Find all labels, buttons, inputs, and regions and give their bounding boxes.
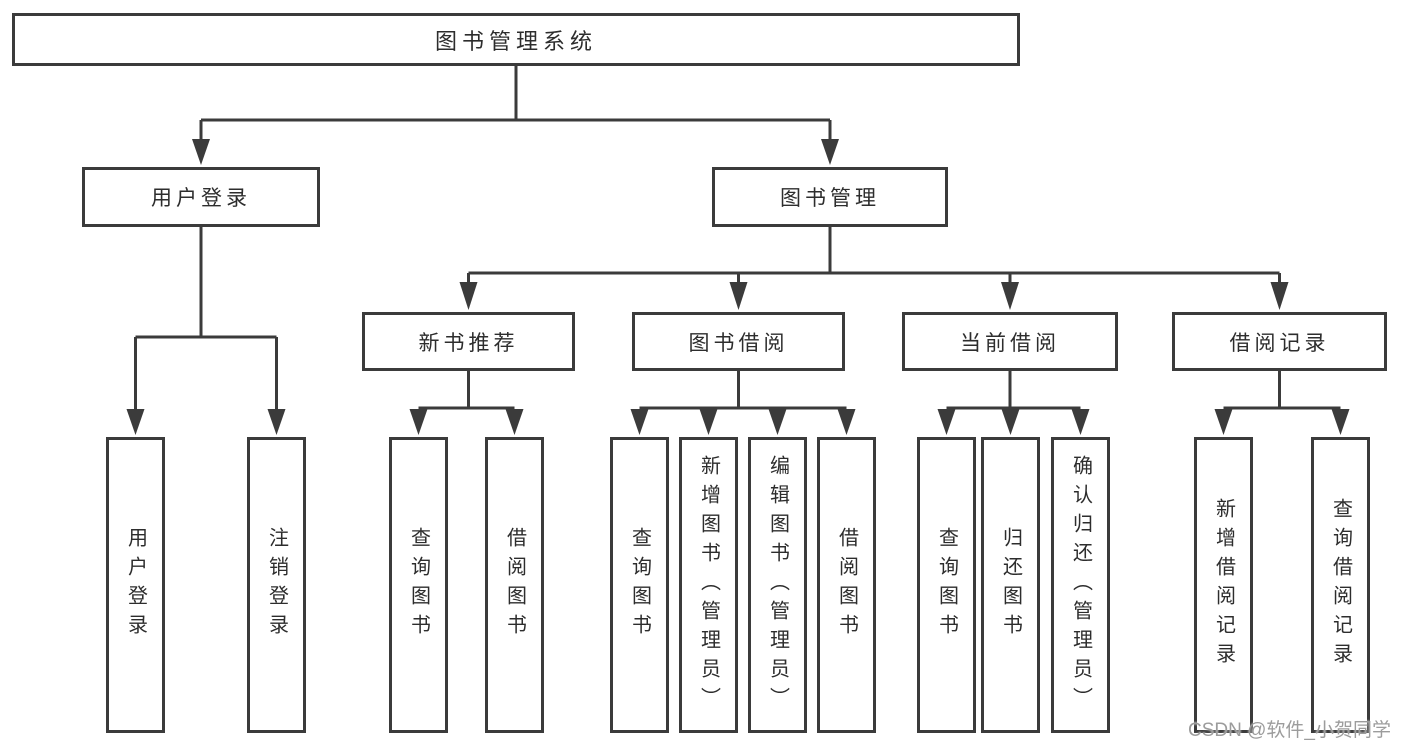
leaf-label: 查询图书	[935, 527, 958, 643]
arrow-down-icon	[699, 409, 718, 435]
connector-path	[134, 64, 1341, 411]
arrow-down-icon	[630, 409, 649, 435]
leaf-label: 注销登录	[265, 527, 288, 643]
leaf-query-books-recommend: 查询图书	[389, 437, 448, 733]
arrow-down-icon	[1001, 282, 1019, 310]
node-label: 新书推荐	[418, 331, 519, 355]
leaf-label: 归还图书	[999, 527, 1022, 643]
leaf-label: 编辑图书（管理员）	[766, 454, 789, 716]
leaf-label: 借阅图书	[503, 527, 526, 643]
leaf-add-books-admin: 新增图书（管理员）	[679, 437, 738, 733]
leaf-edit-books-admin: 编辑图书（管理员）	[748, 437, 807, 733]
arrow-down-icon	[1071, 409, 1090, 435]
node-new-book-recommend: 新书推荐	[362, 312, 575, 371]
node-book-management: 图书管理	[712, 167, 948, 227]
leaf-query-books-borrow: 查询图书	[610, 437, 669, 733]
node-root-system: 图书管理系统	[12, 13, 1020, 66]
arrow-down-icon	[409, 409, 428, 435]
leaf-label: 查询图书	[407, 527, 430, 643]
arrow-down-icon	[505, 409, 524, 435]
arrow-down-icon	[1214, 409, 1233, 435]
leaf-label: 查询借阅记录	[1329, 498, 1352, 672]
leaf-label: 用户登录	[124, 527, 147, 643]
arrow-down-icon	[768, 409, 787, 435]
arrow-down-icon	[821, 139, 839, 165]
leaf-label: 确认归还（管理员）	[1069, 454, 1092, 716]
node-book-borrowing: 图书借阅	[632, 312, 845, 371]
node-borrow-records: 借阅记录	[1172, 312, 1387, 371]
csdn-watermark: CSDN @软件_小贺同学	[1188, 720, 1391, 741]
arrow-down-icon	[267, 409, 286, 435]
node-label: 图书借阅	[688, 331, 789, 355]
node-label: 借阅记录	[1229, 331, 1330, 355]
arrow-down-icon	[192, 139, 210, 165]
leaf-query-borrow-record: 查询借阅记录	[1311, 437, 1370, 733]
leaf-return-books: 归还图书	[981, 437, 1040, 733]
arrow-down-icon	[1331, 409, 1350, 435]
node-user-login: 用户登录	[82, 167, 320, 227]
leaf-logout: 注销登录	[247, 437, 306, 733]
leaf-label: 查询图书	[628, 527, 651, 643]
leaf-user-login: 用户登录	[106, 437, 165, 733]
node-label: 当前借阅	[960, 331, 1060, 355]
arrow-down-icon	[937, 409, 956, 435]
arrow-down-icon	[837, 409, 856, 435]
arrow-down-icon	[729, 282, 748, 310]
arrow-down-icon	[459, 282, 478, 310]
leaf-borrow-books: 借阅图书	[817, 437, 876, 733]
leaf-query-books-current: 查询图书	[917, 437, 976, 733]
leaf-label: 借阅图书	[835, 527, 858, 643]
node-label: 用户登录	[151, 187, 251, 210]
leaf-label: 新增借阅记录	[1212, 498, 1235, 672]
node-label: 图书管理系统	[434, 28, 597, 54]
arrow-down-icon	[1001, 409, 1020, 435]
leaf-borrow-books-recommend: 借阅图书	[485, 437, 544, 733]
leaf-label: 新增图书（管理员）	[697, 454, 720, 716]
arrow-down-icon	[1270, 282, 1289, 310]
leaf-add-borrow-record: 新增借阅记录	[1194, 437, 1253, 733]
node-label: 图书管理	[780, 187, 880, 210]
node-current-borrowing: 当前借阅	[902, 312, 1118, 371]
arrow-down-icon	[126, 409, 145, 435]
leaf-confirm-return-admin: 确认归还（管理员）	[1051, 437, 1110, 733]
